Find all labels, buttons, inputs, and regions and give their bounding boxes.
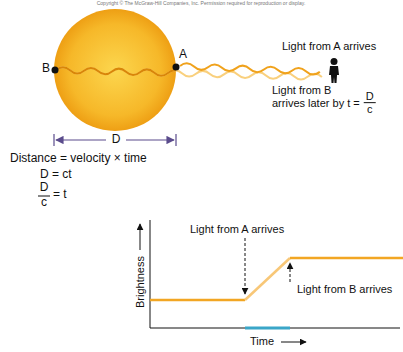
brightness-curve <box>150 258 403 300</box>
graph-axes <box>150 220 400 328</box>
interval-bar <box>245 327 290 330</box>
dimension-line <box>54 134 176 146</box>
axis-label: Brightness <box>134 256 147 308</box>
callout-note: Light from B arrives <box>297 283 392 296</box>
formula: Distance = velocity × time <box>10 152 147 166</box>
fraction-denominator: c <box>364 103 376 116</box>
arrival-note: Light from B arrives later by t = <box>272 84 372 109</box>
formula: D = ct <box>40 168 72 182</box>
point-label: A <box>179 48 187 62</box>
point-b <box>52 67 59 74</box>
point-label: B <box>42 62 50 76</box>
axis-arrow <box>140 224 141 250</box>
copyright-note: Copyright © The McGraw-Hill Companies, I… <box>97 1 306 7</box>
formula: = t <box>53 188 67 202</box>
axis-label: Time <box>250 335 274 348</box>
callout-note: Light from A arrives <box>190 223 284 236</box>
fraction-bar <box>364 102 376 103</box>
point-a <box>173 64 180 71</box>
arrival-note: Light from A arrives <box>282 40 376 53</box>
fraction-denominator: c <box>38 196 50 210</box>
dimension-label: D <box>112 133 121 147</box>
fraction-numerator: D <box>364 90 376 103</box>
fraction-numerator: D <box>38 181 50 195</box>
light-wave-a <box>180 63 320 75</box>
callout-arrow <box>290 263 291 282</box>
axis-arrow <box>281 342 306 343</box>
callout-arrow <box>245 238 246 294</box>
observer <box>329 58 339 83</box>
